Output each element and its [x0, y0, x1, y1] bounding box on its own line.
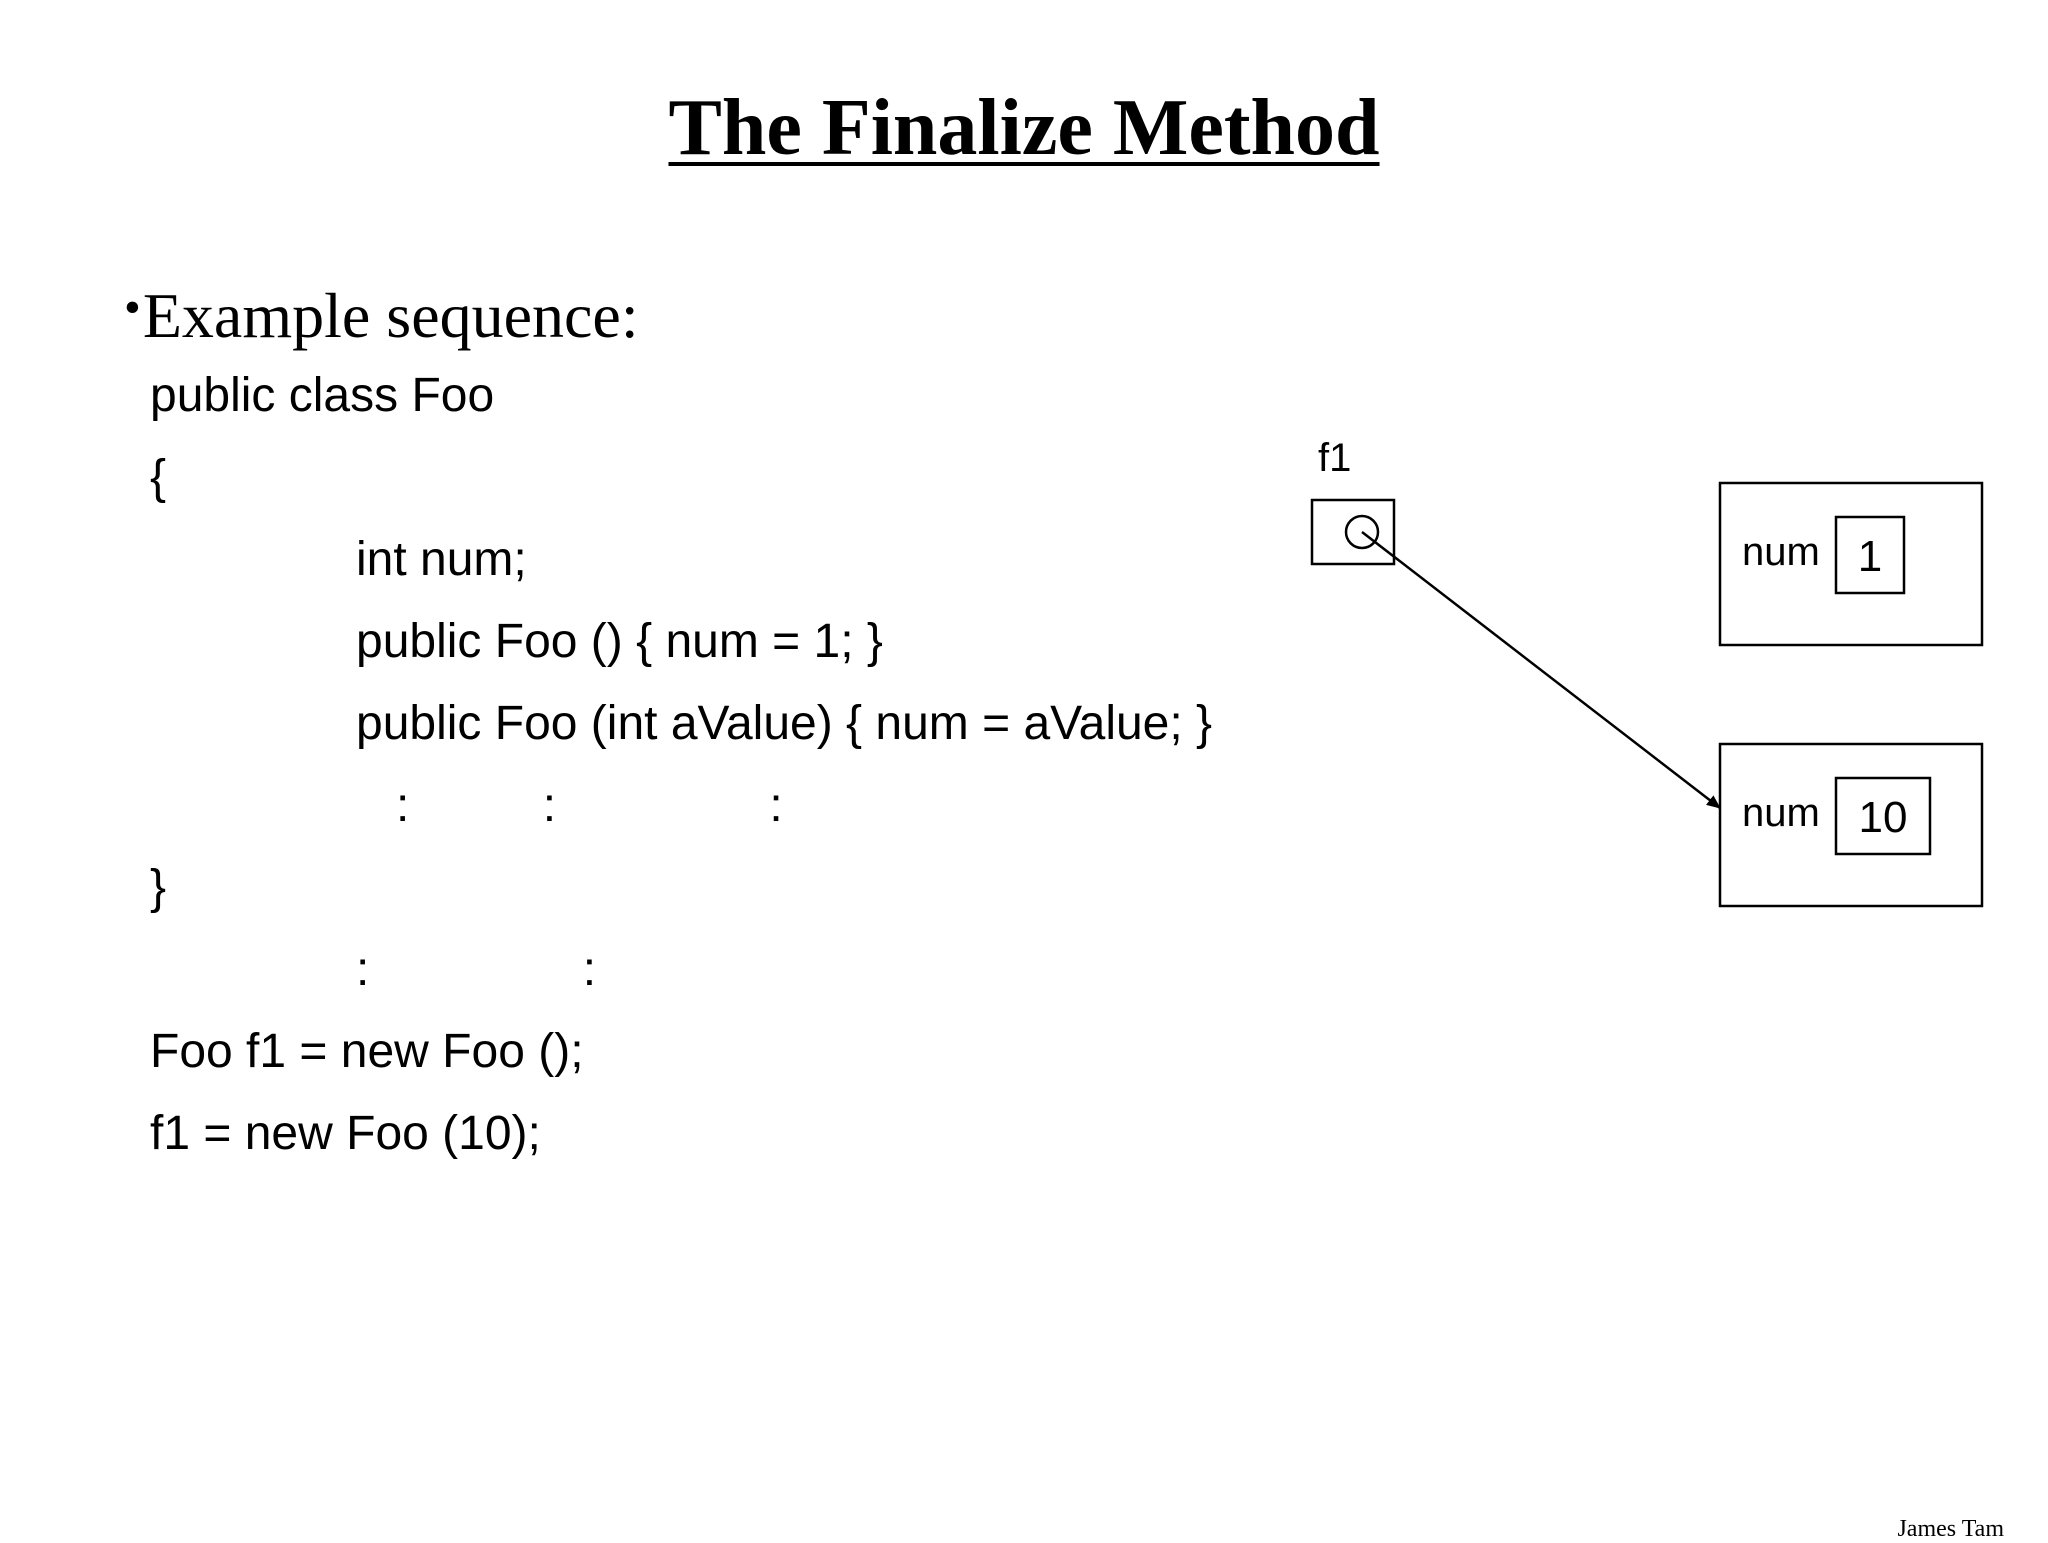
slide-title: The Finalize Method [0, 80, 2048, 176]
bullet-item: •Example sequence: [124, 270, 639, 354]
reference-arrow [1361, 531, 1721, 809]
slide-title-text: The Finalize Method [668, 84, 1380, 172]
reference-pointer-dot [1344, 514, 1380, 550]
object-field-label-first: num [1742, 530, 1820, 574]
code-line-default-constructor: public Foo () { num = 1; } [356, 615, 883, 668]
code-line-class-declaration: public class Foo [150, 369, 495, 422]
object-value-box-first [1834, 515, 1906, 595]
object-box-second [1718, 742, 1984, 908]
code-line-param-constructor: public Foo (int aValue) { num = aValue; … [356, 697, 1213, 750]
object-field-label-second: num [1742, 791, 1820, 835]
object-value-box-second [1834, 776, 1932, 856]
code-line-ellipsis-inner: : : : [396, 779, 783, 832]
object-box-first [1718, 481, 1984, 647]
code-line-first-instantiation: Foo f1 = new Foo (); [150, 1025, 584, 1078]
object-field-value-first: 1 [1857, 532, 1883, 581]
bullet-symbol: • [124, 281, 141, 334]
code-line-open-brace: { [150, 451, 167, 504]
code-line-ellipsis-outer: : : [356, 943, 597, 996]
code-line-field: int num; [356, 533, 527, 586]
author-footer: James Tam [1897, 1516, 2004, 1542]
object-field-value-second: 10 [1858, 793, 1908, 842]
code-line-second-instantiation: f1 = new Foo (10); [150, 1107, 541, 1160]
reference-variable-label: f1 [1318, 436, 1352, 480]
reference-variable-box [1310, 498, 1396, 566]
bullet-text: Example sequence: [142, 280, 639, 351]
code-line-close-brace: } [150, 861, 167, 914]
